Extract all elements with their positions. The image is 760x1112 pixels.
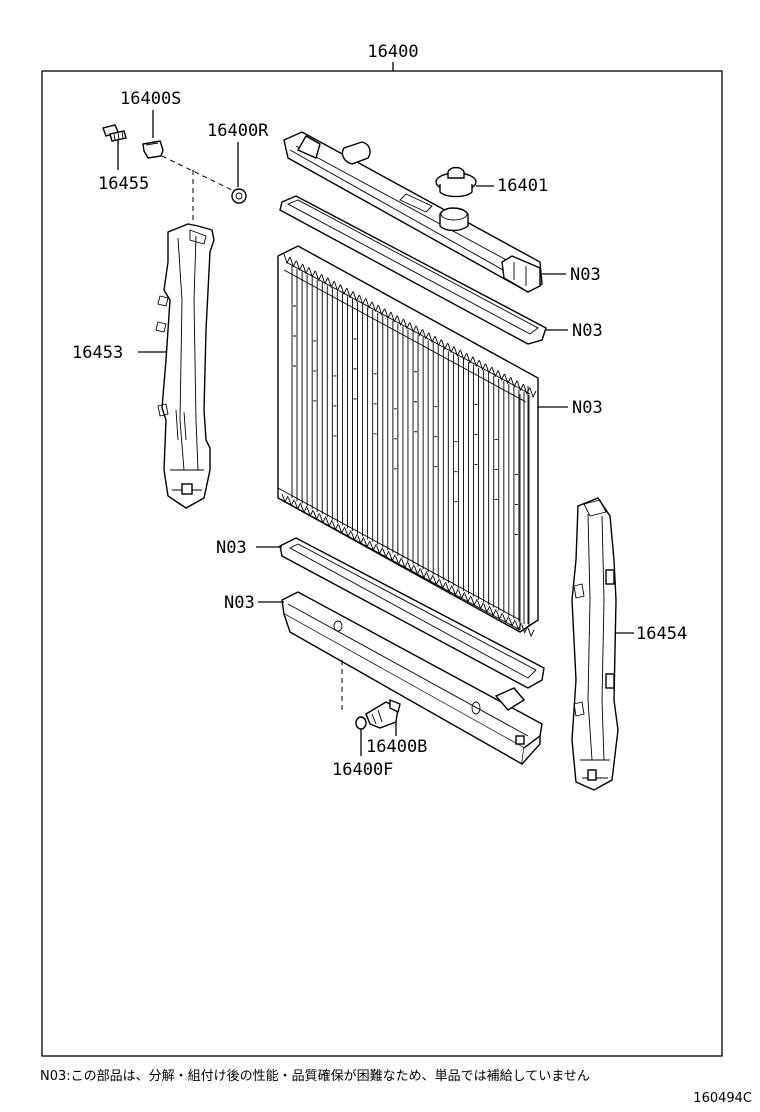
upper-tank[interactable] (283, 131, 543, 293)
label-16401[interactable]: 16401 (497, 176, 548, 196)
upper-gasket[interactable] (279, 195, 547, 345)
core-header-teeth-top (283, 253, 537, 399)
label-n03-upper-tank[interactable]: N03 (570, 265, 601, 285)
label-n03-lower-gasket[interactable]: N03 (216, 538, 247, 558)
bolt-16400s[interactable] (142, 140, 164, 159)
label-16455[interactable]: 16455 (98, 174, 149, 194)
diagram-code: 160494C (693, 1091, 752, 1106)
label-n03-upper-gasket[interactable]: N03 (572, 321, 603, 341)
radiator-core[interactable] (277, 245, 539, 638)
support-16454[interactable] (571, 497, 619, 791)
core-header-teeth-bottom (281, 493, 535, 638)
label-16400r[interactable]: 16400R (207, 121, 269, 141)
label-n03-lower-tank[interactable]: N03 (224, 593, 255, 613)
drain-cock-16400b[interactable] (365, 698, 401, 729)
label-n03-core[interactable]: N03 (572, 398, 603, 418)
plug-16400r[interactable] (231, 188, 247, 204)
assembly-frame (41, 70, 723, 1057)
mount-line-upper (161, 155, 233, 191)
cap-16401[interactable] (435, 166, 477, 198)
label-16400[interactable]: 16400 (367, 42, 418, 62)
support-16453[interactable] (155, 223, 215, 509)
label-16400s[interactable]: 16400S (120, 89, 181, 109)
lower-tank[interactable] (281, 591, 543, 766)
bolt-16455[interactable] (102, 124, 127, 142)
label-16453[interactable]: 16453 (72, 343, 123, 363)
label-16454[interactable]: 16454 (636, 624, 687, 644)
lower-gasket[interactable] (279, 537, 545, 689)
o-ring-16400f[interactable] (355, 716, 367, 730)
label-16400b[interactable]: 16400B (366, 737, 427, 757)
label-16400f[interactable]: 16400F (332, 760, 393, 780)
core-tubes (291, 266, 530, 627)
footer-note: N03:この部品は、分解・組付け後の性能・品質確保が困難なため、単品では補給して… (40, 1068, 590, 1084)
